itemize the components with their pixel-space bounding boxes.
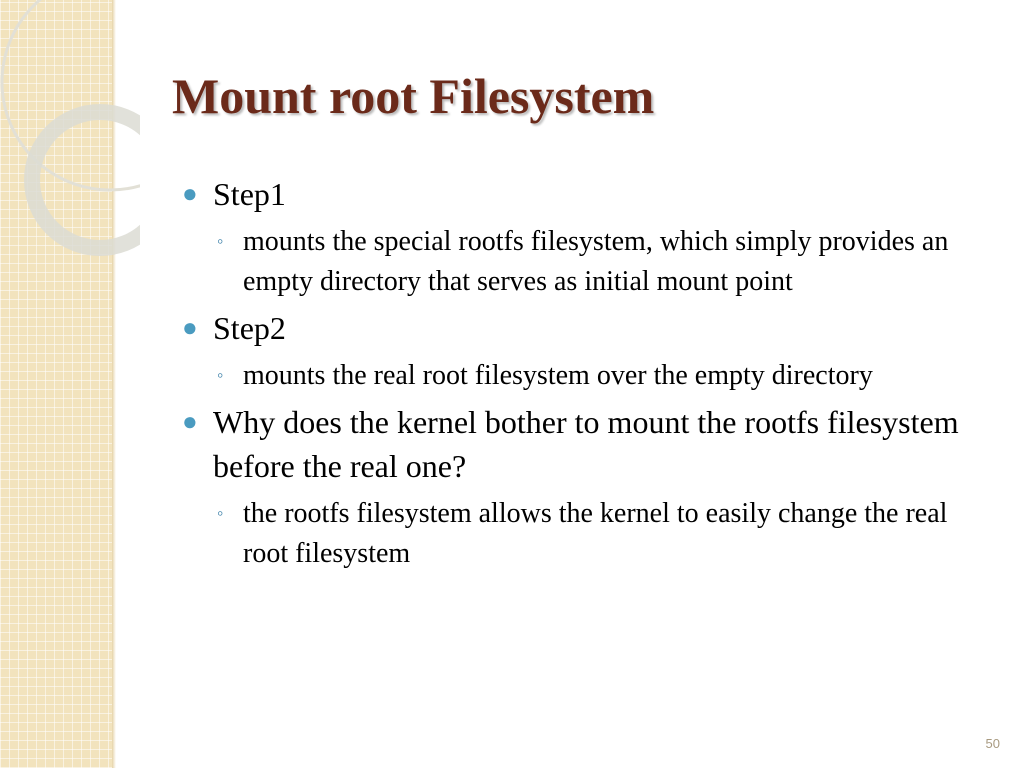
bullet-item-step1: ● Step1 bbox=[182, 172, 982, 216]
side-panel-edge bbox=[112, 0, 116, 768]
sub-bullet-item: ◦ mounts the special rootfs filesystem, … bbox=[213, 222, 982, 302]
sub-bullet-text: mounts the real root filesystem over the… bbox=[243, 360, 873, 391]
sub-bullet-circle-icon: ◦ bbox=[217, 503, 224, 523]
sub-bullet-circle-icon: ◦ bbox=[217, 365, 224, 385]
bullet-dot-icon: ● bbox=[182, 313, 198, 342]
slide-title: Mount root Filesystem bbox=[172, 68, 655, 124]
bullet-dot-icon: ● bbox=[182, 407, 198, 436]
bullet-dot-icon: ● bbox=[182, 179, 198, 208]
bullet-text: Step2 bbox=[213, 310, 286, 346]
bullet-list: ● Step1 ◦ mounts the special rootfs file… bbox=[182, 168, 982, 574]
sub-bullet-text: the rootfs filesystem allows the kernel … bbox=[243, 498, 948, 569]
bullet-item-step2: ● Step2 bbox=[182, 306, 982, 350]
page-number: 50 bbox=[985, 736, 1000, 751]
sub-bullet-item: ◦ mounts the real root filesystem over t… bbox=[213, 356, 982, 396]
small-circle-ring bbox=[24, 104, 140, 256]
sub-bullet-text: mounts the special rootfs filesystem, wh… bbox=[243, 226, 949, 297]
bullet-text: Why does the kernel bother to mount the … bbox=[213, 404, 959, 484]
sub-bullet-item: ◦ the rootfs filesystem allows the kerne… bbox=[213, 494, 982, 574]
large-circle-outline bbox=[0, 0, 140, 192]
bullet-item-question: ● Why does the kernel bother to mount th… bbox=[182, 400, 982, 488]
bullet-text: Step1 bbox=[213, 176, 286, 212]
sub-bullet-circle-icon: ◦ bbox=[217, 231, 224, 251]
decorative-circles bbox=[0, 0, 140, 256]
